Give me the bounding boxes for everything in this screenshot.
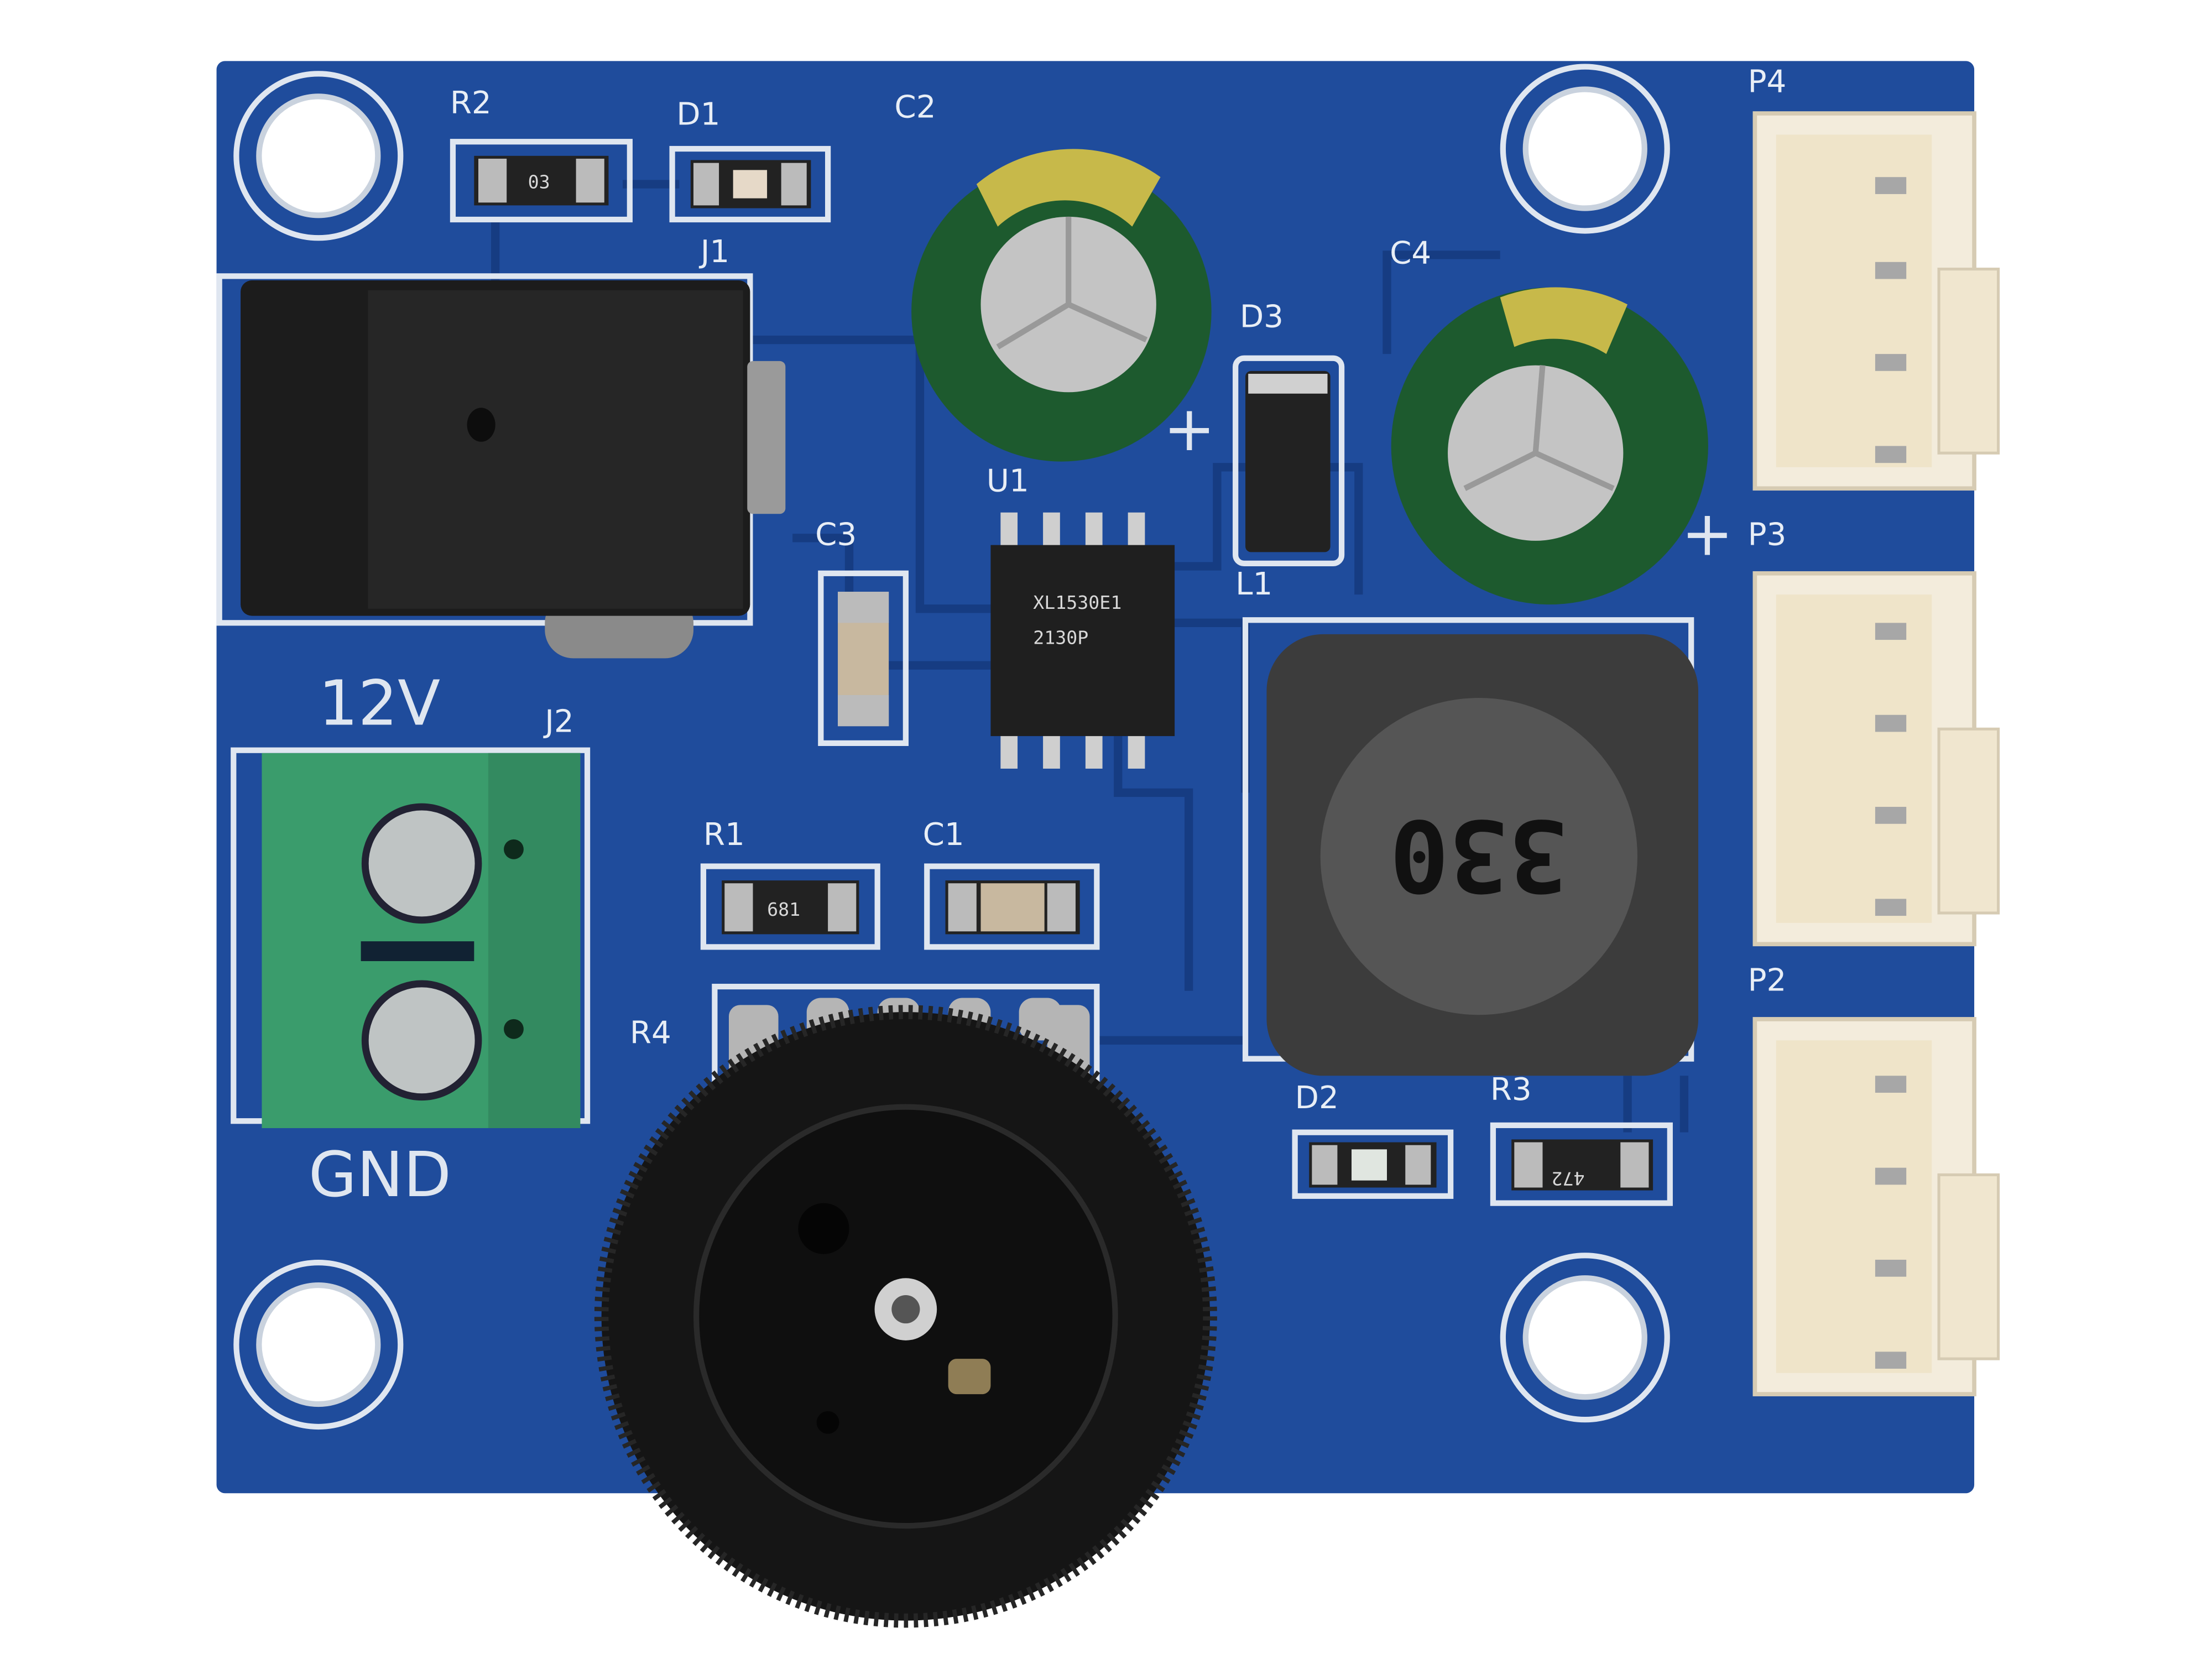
resistor-r1: 681 xyxy=(700,863,880,950)
label-12v: 12V xyxy=(319,667,440,740)
c2-plus-mark: + xyxy=(1164,392,1215,465)
label-c2: C2 xyxy=(894,90,936,126)
label-c3: C3 xyxy=(815,517,857,553)
label-p2: P2 xyxy=(1748,963,1787,999)
connector-p3[interactable] xyxy=(1752,571,2000,947)
mounting-hole xyxy=(1500,1253,1670,1423)
r3-marking: 472 xyxy=(1552,1167,1585,1189)
label-c1: C1 xyxy=(923,817,964,853)
label-d3: D3 xyxy=(1240,299,1284,335)
r1-marking: 681 xyxy=(767,899,800,920)
label-r2: R2 xyxy=(450,85,492,121)
label-c4: C4 xyxy=(1390,235,1431,271)
mounting-hole xyxy=(233,1259,404,1430)
capacitor-c4 xyxy=(1391,287,1708,605)
potentiometer-r4[interactable] xyxy=(594,983,1217,1628)
terminal-block-j2 xyxy=(231,747,591,1128)
resistor-r3: 472 xyxy=(1490,1122,1673,1206)
label-p4: P4 xyxy=(1748,64,1787,100)
screw-icon xyxy=(361,980,482,1101)
resistor-r2: 03 xyxy=(450,139,633,223)
u1-marking-line2: 2130P xyxy=(1033,627,1088,649)
ic-u1: XL1530E1 2130P xyxy=(990,512,1175,769)
label-j2: J2 xyxy=(543,703,573,739)
label-r3: R3 xyxy=(1490,1072,1532,1108)
label-j1: J1 xyxy=(699,234,729,270)
mounting-hole xyxy=(1500,64,1670,234)
label-r4: R4 xyxy=(630,1015,671,1051)
connector-p4[interactable] xyxy=(1752,111,2000,491)
label-d1: D1 xyxy=(676,97,720,133)
label-d2: D2 xyxy=(1295,1080,1339,1116)
led-d1 xyxy=(669,145,831,223)
label-l1: L1 xyxy=(1235,566,1272,602)
u1-marking-line1: XL1530E1 xyxy=(1033,592,1121,613)
led-d2 xyxy=(1292,1129,1454,1199)
label-u1: U1 xyxy=(987,463,1029,499)
capacitor-c3 xyxy=(818,570,909,747)
r2-marking: 03 xyxy=(528,171,550,193)
c4-plus-mark: + xyxy=(1681,497,1733,570)
label-p3: P3 xyxy=(1748,517,1787,553)
inductor-l1: 330 xyxy=(1242,617,1699,1076)
diode-d3 xyxy=(1233,355,1345,566)
capacitor-c1 xyxy=(924,863,1100,950)
barrel-jack-j1 xyxy=(216,273,786,659)
capacitor-c2 xyxy=(911,149,1212,462)
mounting-hole xyxy=(233,71,404,241)
connector-p2[interactable] xyxy=(1752,1017,2000,1396)
label-r1: R1 xyxy=(703,817,745,853)
l1-marking: 330 xyxy=(1390,797,1569,912)
label-gnd: GND xyxy=(309,1138,451,1211)
screw-icon xyxy=(361,803,482,924)
